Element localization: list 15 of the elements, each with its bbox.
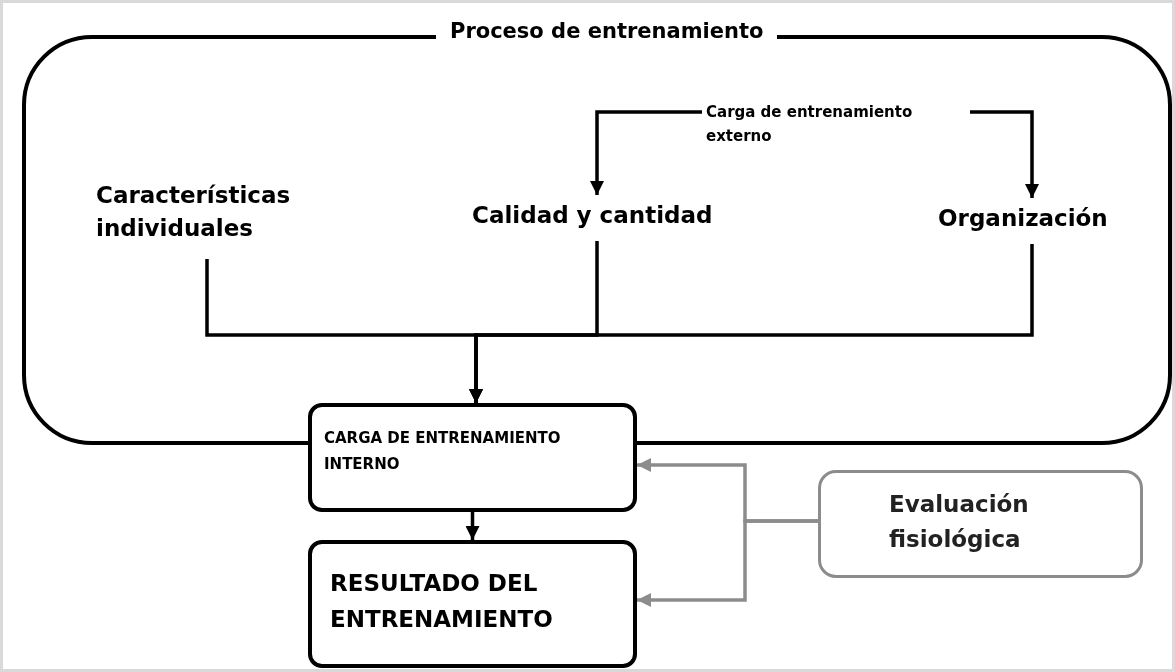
arrow bbox=[637, 519, 818, 607]
node-label: Calidad y cantidad bbox=[472, 199, 754, 245]
node-label: Carga de entrenamiento externo bbox=[706, 100, 974, 156]
process-box bbox=[308, 540, 637, 668]
arrow bbox=[469, 244, 1034, 403]
arrow bbox=[970, 110, 1039, 198]
node-text: Evaluación fisiológica bbox=[889, 490, 1030, 554]
arrow bbox=[590, 110, 702, 195]
node-label: Características individuales bbox=[96, 179, 318, 263]
node-label: Organización bbox=[938, 202, 1142, 248]
process-box bbox=[308, 403, 637, 512]
node-text: CARGA DE ENTRENAMIENTO INTERNO bbox=[324, 428, 562, 476]
process-box bbox=[818, 470, 1143, 578]
arrow bbox=[465, 512, 480, 540]
node-text: RESULTADO DEL ENTRENAMIENTO bbox=[330, 569, 554, 634]
